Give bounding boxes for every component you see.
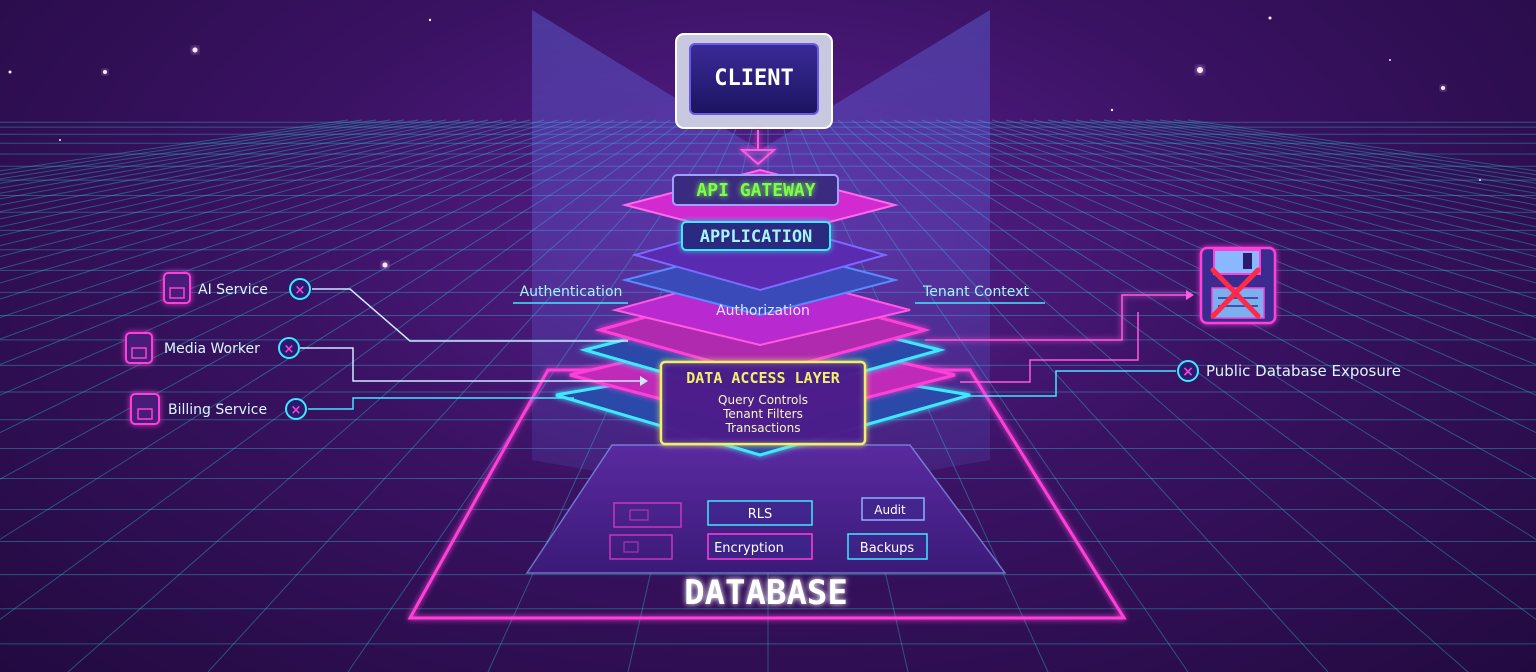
client-node: CLIENT <box>675 33 833 129</box>
crossed-floppy-icon <box>1199 246 1277 325</box>
authentication-label: Authentication <box>520 284 623 300</box>
service-billing: Billing Service × <box>130 393 307 425</box>
x-circle-icon <box>285 398 307 420</box>
module-encryption: Encryption <box>714 541 784 556</box>
stars <box>8 16 1481 268</box>
module-placeholder-2 <box>609 534 673 560</box>
database-modules: RLS Audit Encryption Backups <box>609 497 928 560</box>
tenant-context-label: Tenant Context <box>922 284 1029 300</box>
dal-item-transactions: Transactions <box>725 421 801 435</box>
module-rls: RLS <box>748 507 773 522</box>
svg-text:×: × <box>284 342 295 357</box>
exposure-connectors <box>925 290 1194 397</box>
service-media-worker-label: Media Worker <box>164 341 260 357</box>
module-rls-box <box>707 500 813 526</box>
client-to-gateway-arrow <box>739 130 777 166</box>
x-circle-icon <box>289 278 311 300</box>
module-chip-icon <box>629 509 649 521</box>
svg-text:×: × <box>295 283 306 298</box>
module-chip-icon-2 <box>623 541 639 553</box>
x-circle-icon <box>278 337 300 359</box>
data-access-layer-node: DATA ACCESS LAYER Query Controls Tenant … <box>659 360 867 446</box>
dal-item-query-controls: Query Controls <box>718 393 808 407</box>
application-label: APPLICATION <box>700 227 813 247</box>
module-backups-box <box>847 533 928 560</box>
database-label: DATABASE <box>684 573 848 613</box>
public-exposure: × Public Database Exposure <box>1177 246 1401 382</box>
public-exposure-label: Public Database Exposure <box>1206 362 1401 380</box>
x-circle-icon <box>1177 360 1199 382</box>
service-connectors <box>300 288 648 410</box>
svg-text:×: × <box>291 403 302 418</box>
authorization-label: Authorization <box>716 303 810 319</box>
client-label: CLIENT <box>714 66 793 91</box>
module-encryption-box <box>707 533 813 560</box>
dal-item-tenant-filters: Tenant Filters <box>722 407 803 421</box>
data-access-layer-title: DATA ACCESS LAYER <box>686 369 840 387</box>
service-billing-label: Billing Service <box>168 402 267 418</box>
service-ai-label: AI Service <box>198 282 268 298</box>
service-media-worker: Media Worker × <box>125 332 300 364</box>
module-audit: Audit <box>874 503 906 517</box>
svg-text:×: × <box>1182 364 1194 380</box>
module-placeholder-1 <box>613 502 682 528</box>
service-ai: AI Service × <box>163 272 311 304</box>
api-gateway-node: API GATEWAY <box>672 174 839 206</box>
api-gateway-label: API GATEWAY <box>696 180 815 201</box>
application-node: APPLICATION <box>681 221 831 251</box>
module-audit-box <box>861 497 925 521</box>
module-backups: Backups <box>860 541 915 556</box>
